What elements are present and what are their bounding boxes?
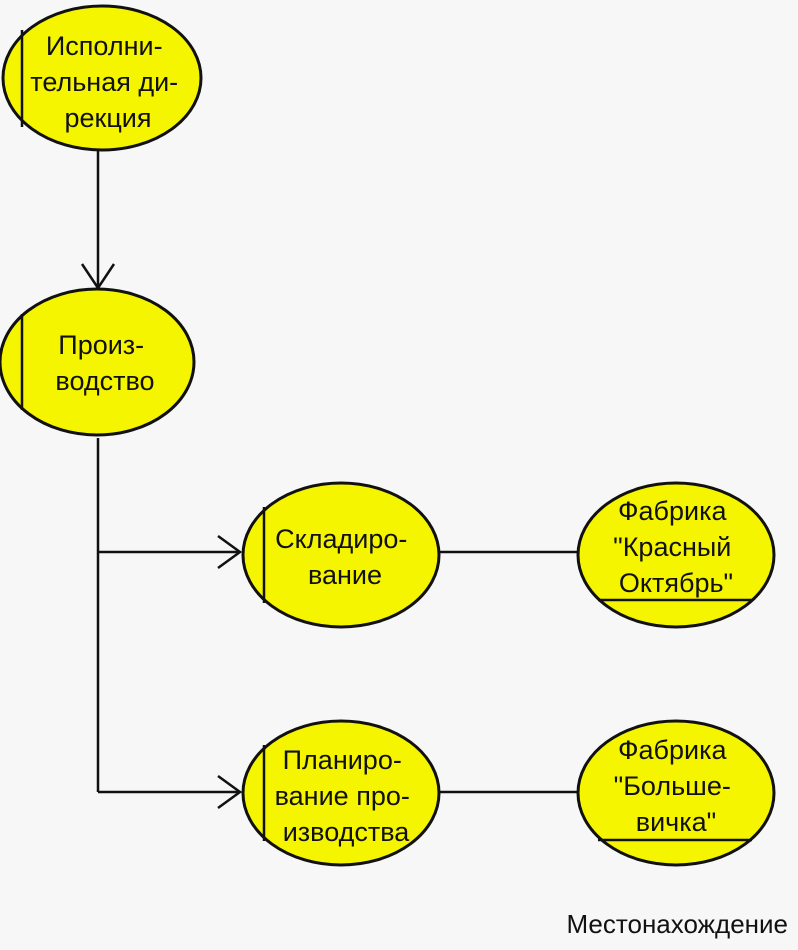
node-factory-krasny-label-line-2: "Красный: [613, 532, 731, 562]
arrowhead-storage: [217, 534, 243, 570]
node-production-label-line-2: водство: [55, 366, 154, 396]
node-storage-label-line-2: вание: [308, 560, 382, 590]
node-planning-label-line-1: Планиро-: [283, 745, 402, 775]
node-factory-bolshevichka: Фабрика "Больше- вичка": [576, 719, 776, 867]
connectors: [80, 150, 578, 810]
svg-text:Произ- водство: Произ- водство: [55, 330, 154, 396]
svg-text:Складиро- вание: Складиро- вание: [275, 524, 415, 590]
node-factory-bolshevichka-label-line-1: Фабрика: [618, 735, 728, 765]
node-executive-label-line-2: тельная ди-: [30, 67, 178, 97]
legend-location: Местонахождение: [566, 909, 788, 939]
node-factory-krasny: Фабрика "Красный Октябрь": [576, 481, 776, 629]
node-planning-label-line-3: изводства: [283, 817, 411, 847]
node-executive-label-line-3: рекция: [64, 103, 151, 133]
node-executive: Исполни- тельная ди- рекция: [1, 4, 203, 152]
svg-text:Фабрика "Больше- в: Фабрика "Больше- вичка": [614, 735, 739, 837]
node-production-label-line-1: Произ-: [58, 330, 144, 360]
svg-text:Фабрика "Красный О: Фабрика "Красный Октябрь": [613, 496, 739, 598]
svg-text:Планиро- вание про-: Планиро- вание про- изводства: [275, 745, 418, 847]
node-planning-label-line-2: вание про-: [275, 781, 410, 811]
node-factory-bolshevichka-label-line-3: вичка": [636, 807, 717, 837]
node-executive-label-line-1: Исполни-: [46, 31, 163, 61]
node-storage-label-line-1: Складиро-: [275, 524, 407, 554]
node-factory-krasny-label-line-3: Октябрь": [619, 568, 733, 598]
arrowhead-planning: [217, 774, 243, 810]
node-factory-bolshevichka-label-line-2: "Больше-: [614, 771, 731, 801]
node-storage: Складиро- вание: [241, 481, 441, 629]
node-factory-krasny-label-line-1: Фабрика: [618, 496, 728, 526]
node-planning: Планиро- вание про- изводства: [241, 719, 441, 867]
svg-text:Исполни- тельная ди-: Исполни- тельная ди- рекция: [30, 31, 185, 133]
node-production: Произ- водство: [0, 287, 196, 437]
